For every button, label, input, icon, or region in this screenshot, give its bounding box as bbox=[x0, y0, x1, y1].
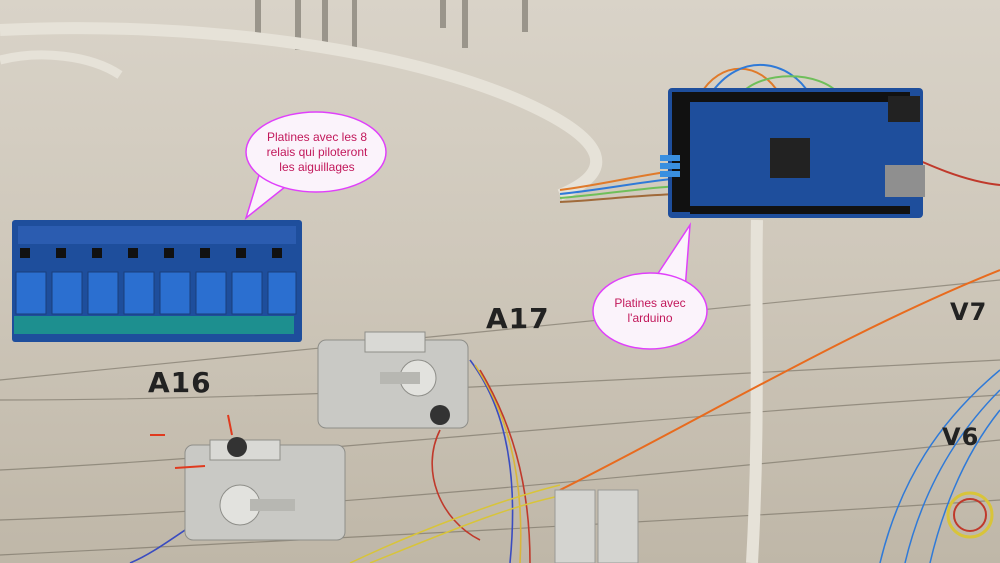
turnout-motor-a16 bbox=[184, 437, 346, 541]
club-logo-icon bbox=[946, 491, 994, 539]
label-a17: A17 bbox=[486, 302, 550, 335]
red-marks bbox=[150, 414, 233, 469]
callout-bubble-arduino bbox=[592, 222, 708, 350]
ceiling-screws bbox=[255, 0, 528, 55]
callout-text-arduino: Platines avec l'arduino bbox=[614, 296, 686, 325]
label-a16: A16 bbox=[148, 366, 212, 399]
callout-text-relays: Platines avec les 8 relais qui piloteron… bbox=[266, 130, 368, 174]
terminal-block bbox=[554, 489, 639, 563]
servo-wires bbox=[129, 359, 531, 563]
pencil-track-lines bbox=[0, 279, 1000, 556]
arduino-mega-icon bbox=[660, 88, 925, 218]
turnout-motor-a17 bbox=[317, 331, 469, 429]
relay-module-icon bbox=[12, 220, 302, 342]
white-cable bbox=[0, 22, 603, 201]
callout-bubble-relays bbox=[244, 111, 387, 221]
ribbon-wires bbox=[559, 63, 841, 203]
label-v7: V7 bbox=[950, 298, 988, 326]
label-v6: V6 bbox=[942, 423, 980, 451]
